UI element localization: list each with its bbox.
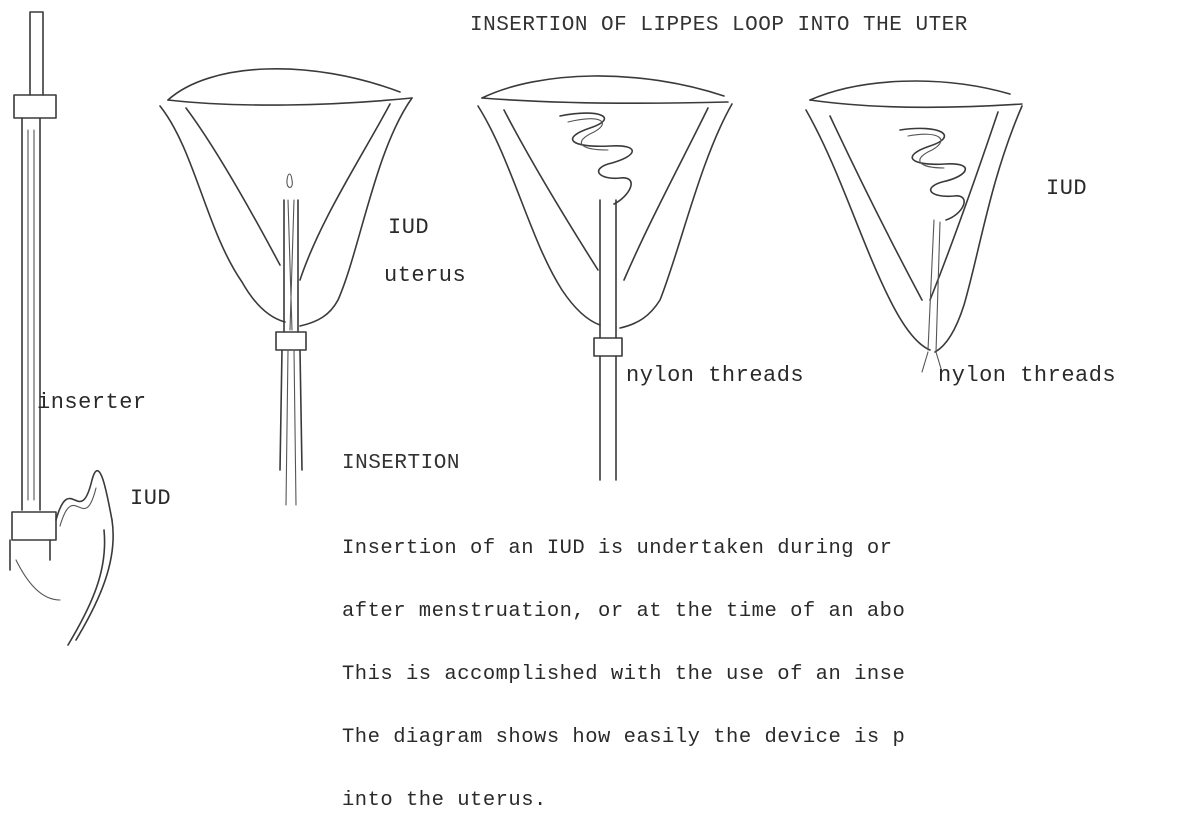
- section-paragraph: Insertion of an IUD is undertaken during…: [342, 496, 905, 832]
- uterus-diagram-3: [806, 81, 1022, 372]
- inserter-drawing: [10, 12, 113, 645]
- label-uterus: uterus: [384, 263, 466, 288]
- label-iud-diagram-1: IUD: [388, 215, 429, 240]
- label-iud-inserter: IUD: [130, 486, 171, 511]
- uterus-diagram-1: [160, 69, 412, 505]
- label-inserter: inserter: [37, 390, 147, 415]
- paragraph-line: The diagram shows how easily the device …: [342, 727, 905, 748]
- paragraph-line: after menstruation, or at the time of an…: [342, 601, 905, 622]
- section-heading: INSERTION: [342, 452, 460, 475]
- paragraph-line: into the uterus.: [342, 790, 905, 811]
- paragraph-line: This is accomplished with the use of an …: [342, 664, 905, 685]
- label-iud-diagram-3: IUD: [1046, 176, 1087, 201]
- label-nylon-threads-2: nylon threads: [938, 363, 1116, 388]
- page-title: INSERTION OF LIPPES LOOP INTO THE UTER: [470, 14, 968, 37]
- uterus-diagram-2: [478, 76, 732, 480]
- paragraph-line: Insertion of an IUD is undertaken during…: [342, 538, 905, 559]
- label-nylon-threads-1: nylon threads: [626, 363, 804, 388]
